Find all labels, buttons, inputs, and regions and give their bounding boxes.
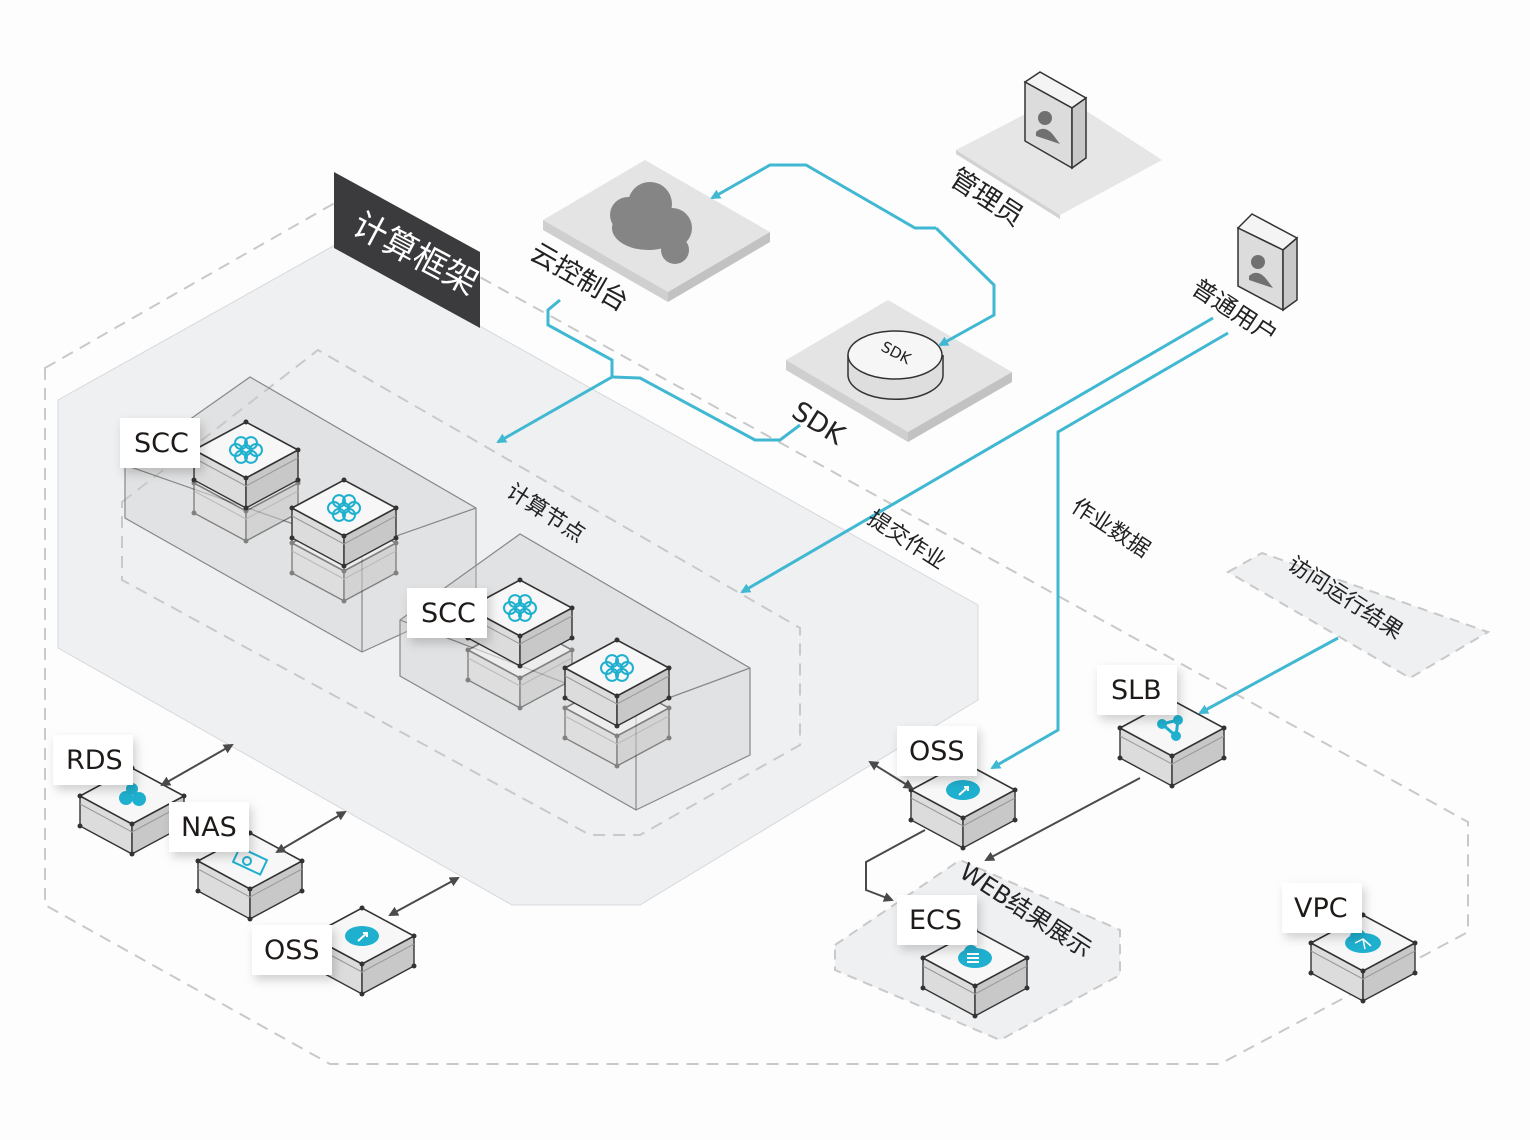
oss-right-link [868, 760, 914, 790]
hexagon-cluster-icon [503, 594, 537, 622]
nas-storage-icon [231, 846, 269, 876]
sdk-disc: SDK [847, 330, 944, 401]
sdk-to-compute-flow [611, 375, 801, 442]
normal-user-icon [1236, 213, 1299, 312]
rds-link [160, 744, 234, 786]
tag-scc-2: SCC [407, 588, 487, 638]
oss-left-server [307, 905, 417, 997]
admin-user-icon [1023, 71, 1088, 170]
scc-server-2a [289, 477, 399, 569]
console-to-compute-flow [496, 298, 614, 444]
submit-job-flow [740, 316, 1214, 594]
svg-text:RDS: RDS [66, 745, 123, 776]
cloud-icon [610, 182, 692, 264]
oss-left-link [388, 877, 460, 916]
tag-slb: SLB [1097, 665, 1177, 715]
slb-server [1117, 697, 1227, 789]
admin-to-sdk-flow [934, 226, 996, 347]
access-results-zone [1225, 551, 1491, 680]
oss-upload-icon [946, 780, 980, 800]
job-data-label: 作业数据 [1067, 494, 1154, 563]
cloud-console-platform [543, 160, 770, 302]
svg-text:ECS: ECS [909, 905, 962, 936]
svg-text:VPC: VPC [1294, 893, 1348, 924]
scc-server-4a [562, 637, 672, 729]
admin-to-console-flow [710, 163, 936, 230]
oss-upload-icon [345, 926, 379, 946]
tag-scc-1: SCC [120, 418, 200, 468]
nas-link [275, 810, 347, 854]
sdk-platform: SDK [786, 300, 1012, 442]
svg-text:SCC: SCC [421, 598, 476, 629]
hexagon-cluster-icon [229, 436, 263, 464]
compute-nodes-zone [121, 348, 801, 836]
svg-text:SLB: SLB [1111, 675, 1162, 706]
vpc-zone-outline [44, 198, 1469, 1065]
admin-platform [956, 71, 1162, 219]
tag-nas: NAS [169, 802, 249, 852]
svg-text:OSS: OSS [909, 736, 965, 767]
database-cluster-icon [119, 783, 146, 806]
slb-to-web-link [984, 777, 1141, 861]
svg-text:OSS: OSS [264, 935, 320, 966]
job-data-flow [990, 331, 1229, 770]
ecs-server [920, 927, 1030, 1019]
hexagon-cluster-icon [600, 654, 634, 682]
tag-oss-left: OSS [252, 925, 332, 975]
sdk-caption: SDK [786, 396, 851, 452]
svg-text:SCC: SCC [134, 428, 189, 459]
oss-to-ecs-link [865, 829, 926, 902]
access-results-flow [1198, 636, 1339, 715]
svg-text:NAS: NAS [181, 812, 237, 843]
scc-server-1a [191, 419, 301, 511]
hexagon-cluster-icon [327, 494, 361, 522]
load-balancer-icon [1157, 715, 1183, 741]
tag-rds: RDS [53, 735, 133, 785]
tag-oss-right: OSS [897, 726, 977, 776]
tag-vpc: VPC [1282, 883, 1362, 933]
tag-ecs: ECS [897, 895, 977, 945]
ecs-cloud-icon [958, 945, 992, 968]
